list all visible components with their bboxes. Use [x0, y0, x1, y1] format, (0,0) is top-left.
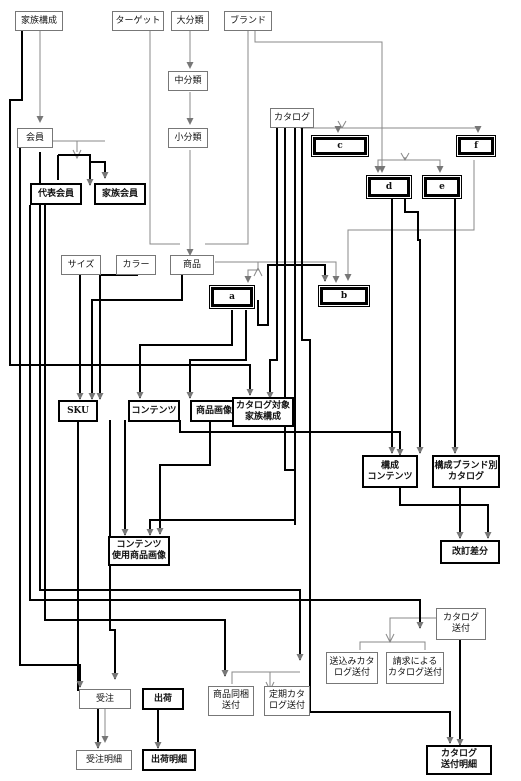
thick-relationship-lines — [9, 31, 492, 749]
entity-komikomi-catalog-soufu: 送込みカタ ログ送付 — [326, 652, 378, 684]
entity-f-label: f — [459, 138, 493, 154]
entity-sku: SKU — [58, 400, 98, 422]
entity-b: b — [318, 285, 370, 307]
entity-contents: コンテンツ — [128, 400, 180, 422]
entity-color: カラー — [116, 255, 156, 275]
entity-kazoku-kaiin: 家族会員 — [94, 183, 146, 205]
entity-e: e — [422, 175, 462, 199]
entity-catalog-taishou-kazoku-kousei: カタログ対象 家族構成 — [232, 397, 294, 427]
entity-kaitei-sabun: 改訂差分 — [440, 540, 500, 564]
thin-relationship-lines — [36, 31, 482, 743]
entity-kaiin: 会員 — [17, 128, 53, 148]
entity-c: c — [311, 135, 369, 157]
entity-f: f — [456, 135, 496, 157]
entity-c-label: c — [314, 138, 366, 154]
entity-e-label: e — [425, 178, 459, 196]
entity-kousei-brand-catalog: 構成ブランド別 カタログ — [432, 455, 500, 488]
entity-contents-shiyou-shouhin-gazou: コンテンツ 使用商品画像 — [108, 536, 170, 566]
entity-catalog: カタログ — [270, 108, 314, 128]
entity-a-label: a — [212, 288, 252, 306]
entity-kousei-contents: 構成 コンテンツ — [362, 455, 418, 488]
entity-juchuu: 受注 — [79, 689, 131, 709]
entity-seikyuu-catalog-soufu: 請求による カタログ送付 — [386, 652, 444, 684]
entity-brand: ブランド — [224, 11, 272, 31]
entity-catalog-soufu: カタログ 送付 — [436, 608, 486, 640]
entity-shoubunrui: 小分類 — [168, 128, 208, 148]
entity-shouhin-doukon-soufu: 商品同梱 送付 — [208, 686, 254, 716]
entity-size: サイズ — [61, 255, 101, 275]
entity-target: ターゲット — [112, 11, 164, 31]
entity-kazoku-kousei: 家族構成 — [15, 11, 63, 31]
entity-teiki-catalog-soufu: 定期カタ ログ送付 — [264, 686, 310, 716]
entity-b-label: b — [321, 288, 367, 304]
entity-chuubunrui: 中分類 — [168, 71, 208, 91]
entity-d: d — [366, 175, 412, 199]
entity-daihyou-kaiin: 代表会員 — [30, 183, 82, 205]
entity-shouhin: 商品 — [170, 255, 214, 275]
entity-juchuu-meisai: 受注明細 — [76, 750, 132, 770]
entity-daibunrui: 大分類 — [171, 11, 209, 31]
entity-catalog-soufu-meisai: カタログ 送付明細 — [426, 745, 492, 775]
entity-shukka: 出荷 — [142, 688, 184, 710]
entity-shouhin-gazou: 商品画像 — [190, 400, 238, 422]
entity-shukka-meisai: 出荷明細 — [142, 749, 196, 771]
entity-a: a — [209, 285, 255, 309]
entity-d-label: d — [369, 178, 409, 196]
